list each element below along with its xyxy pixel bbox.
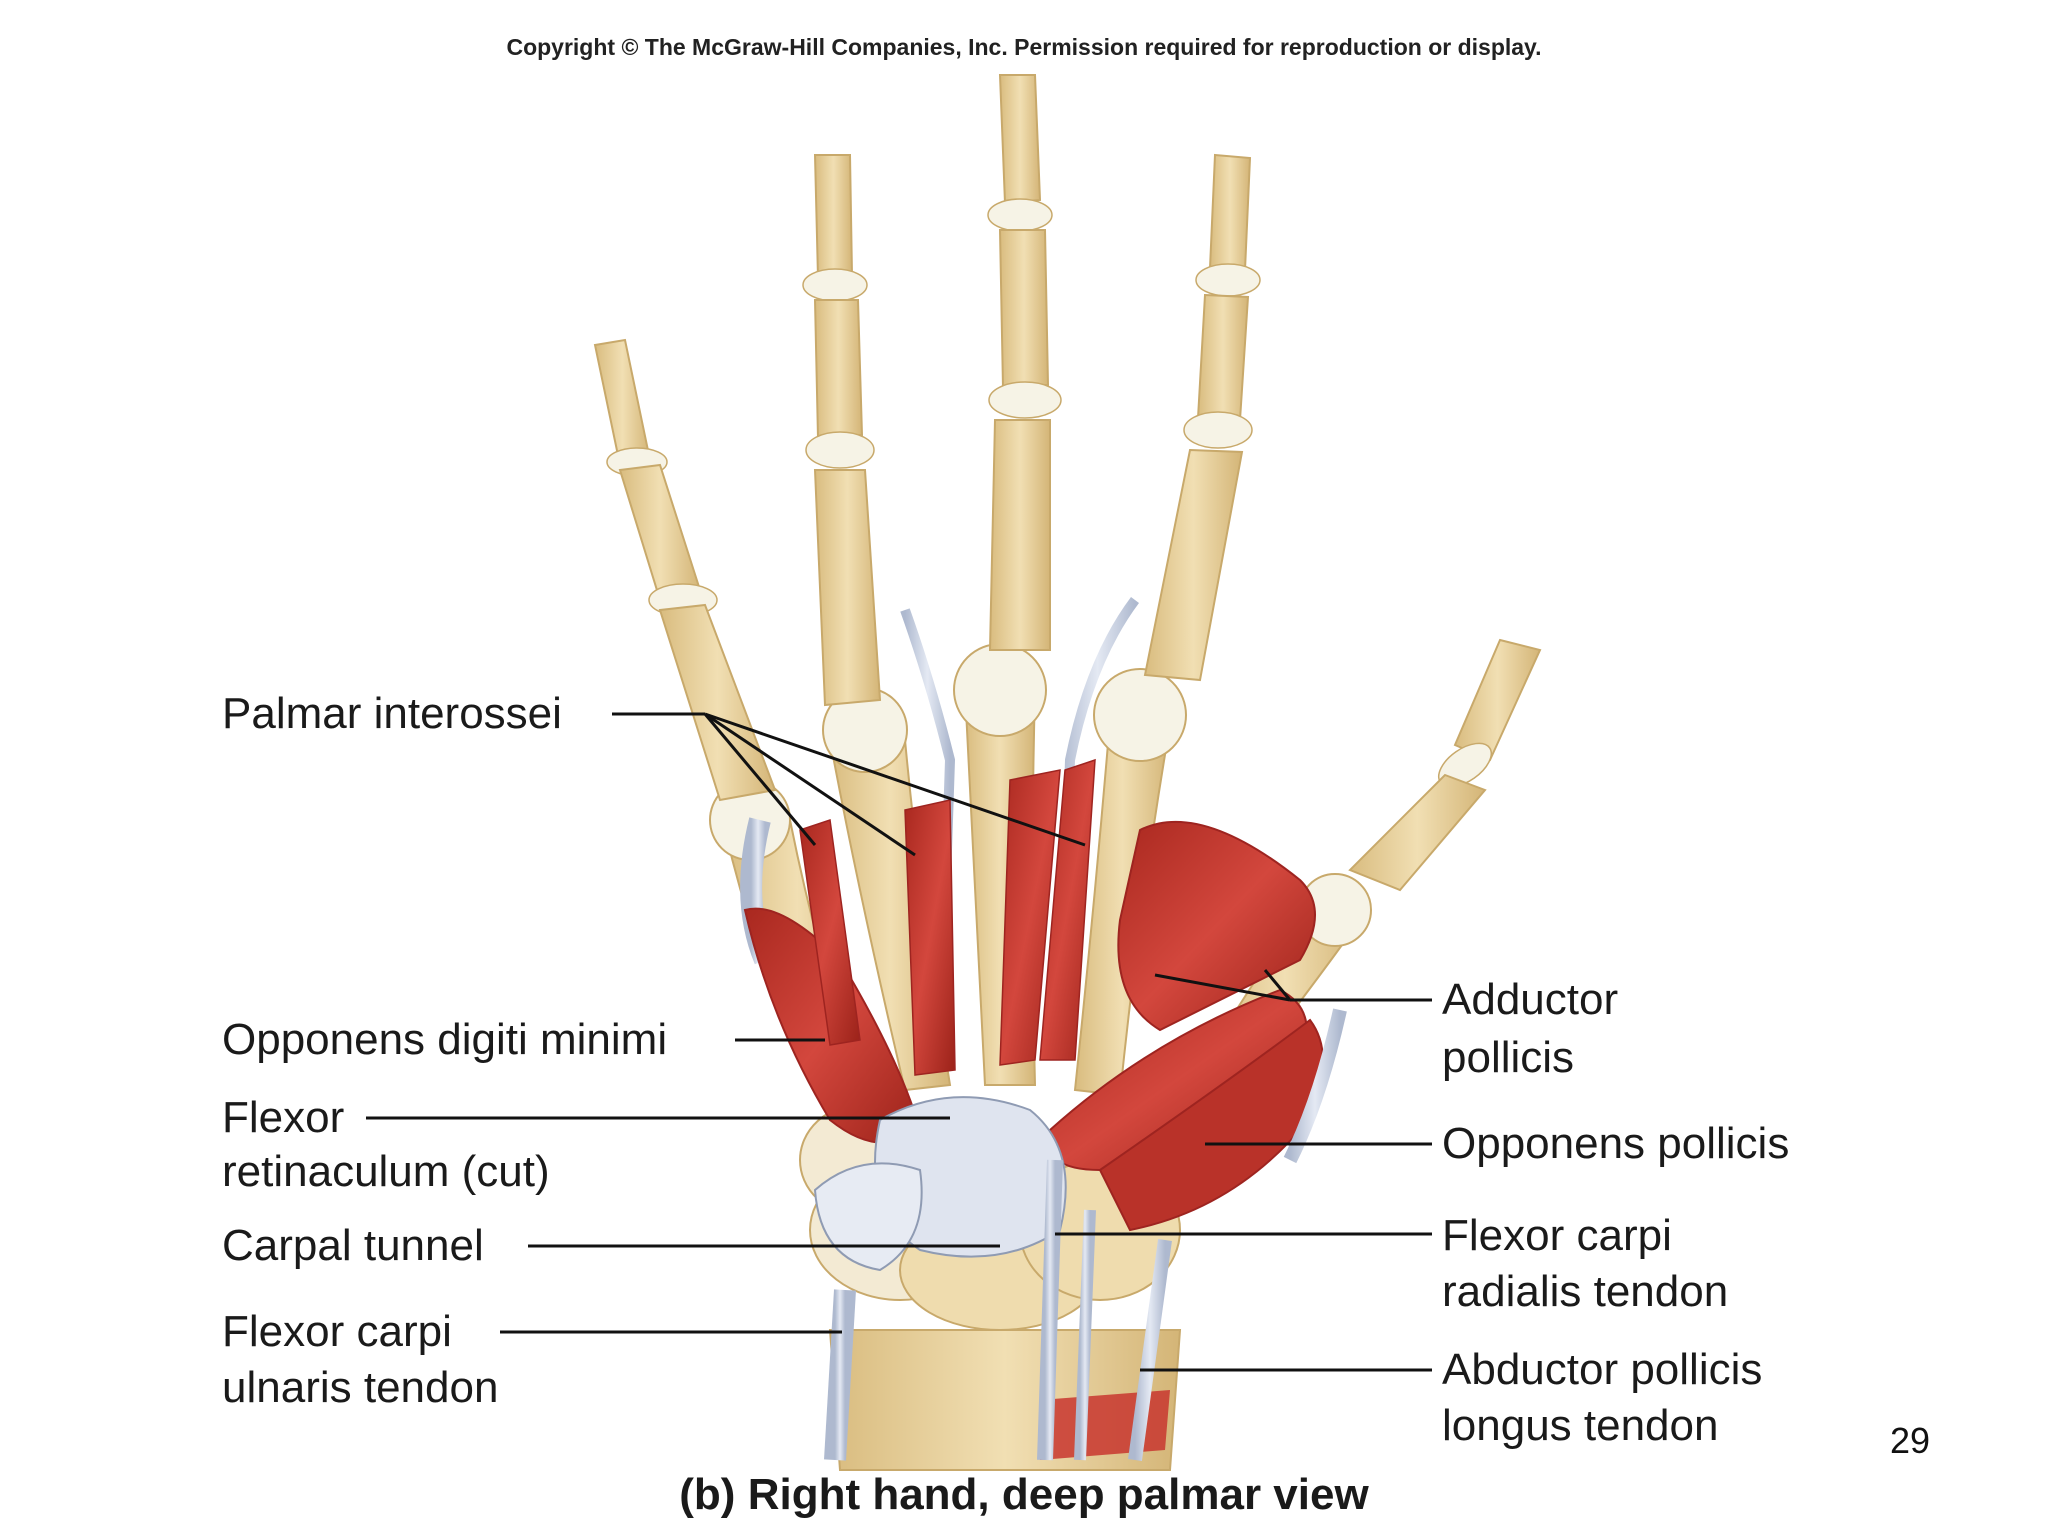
little-finger	[593, 338, 777, 802]
figure-caption: (b) Right hand, deep palmar view	[679, 1470, 1369, 1519]
flexor-retinaculum	[813, 1096, 1067, 1272]
page-number: 29	[1890, 1420, 1931, 1461]
label-apl-tendon-line1: Abductor pollicis	[1442, 1345, 1763, 1394]
label-fcr-tendon-line2: radialis tendon	[1442, 1267, 1729, 1316]
label-opponens-pollicis: Opponens pollicis	[1442, 1119, 1790, 1168]
index-finger	[1143, 153, 1261, 682]
leader-lines	[366, 712, 1432, 1372]
label-fcu-tendon-line1: Flexor carpi	[222, 1307, 452, 1356]
label-apl-tendon-line2: longus tendon	[1442, 1401, 1719, 1450]
label-palmar-interossei: Palmar interossei	[222, 689, 562, 738]
thumb	[1348, 638, 1542, 892]
label-opponens-digiti-minimi: Opponens digiti minimi	[222, 1015, 668, 1064]
copyright-notice: Copyright © The McGraw-Hill Companies, I…	[506, 34, 1542, 60]
ring-finger	[802, 154, 882, 707]
label-adductor-pollicis-line2: pollicis	[1442, 1033, 1575, 1082]
muscles	[743, 758, 1324, 1232]
label-fcu-tendon-line2: ulnaris tendon	[222, 1363, 499, 1412]
forearm-tendons	[824, 1008, 1347, 1461]
label-flexor-retinaculum-line2: retinaculum (cut)	[222, 1147, 550, 1196]
label-adductor-pollicis-line1: Adductor	[1442, 975, 1619, 1024]
label-carpal-tunnel: Carpal tunnel	[222, 1221, 484, 1270]
label-fcr-tendon-line1: Flexor carpi	[1442, 1211, 1672, 1260]
forearm-base	[828, 1329, 1182, 1471]
middle-finger	[987, 74, 1062, 651]
label-flexor-retinaculum-line1: Flexor	[222, 1093, 345, 1142]
